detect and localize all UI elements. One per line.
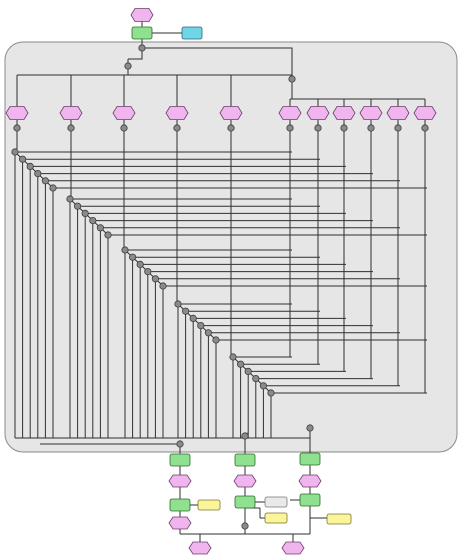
right-event-5[interactable] [386,106,410,120]
start-function[interactable] [131,26,153,40]
and-connector-g2-4 [89,217,97,225]
and-connector-g3-6 [159,282,167,290]
and-connector-g4-3 [189,314,197,322]
top-split-connector [138,44,146,52]
right-event-3[interactable] [332,106,356,120]
start-event[interactable] [130,8,154,22]
and-connector-g2-2 [74,202,82,210]
and-connector-g1-5 [41,177,50,185]
top-event-5[interactable] [219,106,243,120]
right-split-connector [288,75,296,83]
top-event-connector-5 [227,124,235,132]
right-event-2[interactable] [306,106,330,120]
connector-line [128,48,143,60]
and-connector-g3-5 [151,275,159,283]
top-event-connector-3 [120,124,128,132]
branch1-note[interactable] [197,499,221,511]
split-connector [124,62,132,70]
branch2-function-2[interactable] [234,495,256,509]
branch1-event-2[interactable] [168,516,192,530]
branch1-function-1[interactable] [169,453,191,467]
collector-connector-1 [176,440,184,448]
and-connector-g1-4 [34,170,42,178]
and-connector-g3-4 [144,267,152,276]
branch3-function-2[interactable] [299,493,321,507]
right-event-connector-6 [421,124,429,132]
and-connector-g5-4 [252,374,260,383]
connector-line [142,47,293,76]
and-connector-g4-4 [197,321,205,330]
end-event-1[interactable] [188,541,212,555]
and-connector-g1-1 [11,148,19,156]
and-connector-g4-6 [212,336,220,344]
branch3-note[interactable] [326,513,352,525]
right-event-connector-5 [394,124,402,132]
collector-connector-2 [241,432,249,440]
and-connector-g5-1 [229,353,237,361]
and-connector-g5-6 [267,389,275,397]
and-connector-g1-3 [26,162,34,170]
and-connector-g5-3 [244,367,252,375]
and-connector-g3-1 [121,246,129,254]
and-connector-g5-2 [237,360,245,368]
branch2-function-1[interactable] [234,453,256,467]
collector-connector-3 [306,424,314,432]
right-event-connector-1 [286,124,294,132]
and-connector-g4-5 [204,329,212,337]
and-connector-g1-6 [49,184,57,192]
and-connector-g4-1 [174,300,182,308]
top-event-2[interactable] [59,106,83,120]
top-event-4[interactable] [165,106,189,120]
branch1-event-1[interactable] [168,474,192,488]
and-connector-g3-2 [129,253,137,261]
top-event-connector-4 [173,124,181,132]
right-event-6[interactable] [413,106,437,120]
and-connector-g2-3 [81,209,89,217]
and-connector-g2-6 [104,231,112,239]
right-event-connector-3 [340,124,348,132]
branch1-function-2[interactable] [169,498,191,512]
end-event-2[interactable] [281,541,305,555]
top-event-1[interactable] [5,106,29,120]
and-connector-g2-5 [96,224,105,232]
right-event-connector-2 [314,124,322,132]
top-event-3[interactable] [112,106,136,120]
and-connector-g2-1 [66,195,74,203]
branch3-event-1[interactable] [298,474,322,488]
top-event-connector-2 [67,124,75,132]
merge-connector [241,522,249,530]
right-event-1[interactable] [278,106,302,120]
and-connector-g1-2 [18,155,27,163]
right-event-connector-4 [367,124,375,132]
right-event-4[interactable] [359,106,383,120]
and-connector-g4-2 [182,307,190,315]
and-connector-g5-5 [259,382,267,390]
top-event-connector-1 [13,124,21,132]
information-object[interactable] [181,26,203,40]
branch2-event-1[interactable] [233,474,257,488]
branch2-note[interactable] [264,512,288,524]
and-connector-g3-3 [136,260,144,268]
branch2-object[interactable] [264,496,288,508]
branch3-function-1[interactable] [299,452,321,466]
